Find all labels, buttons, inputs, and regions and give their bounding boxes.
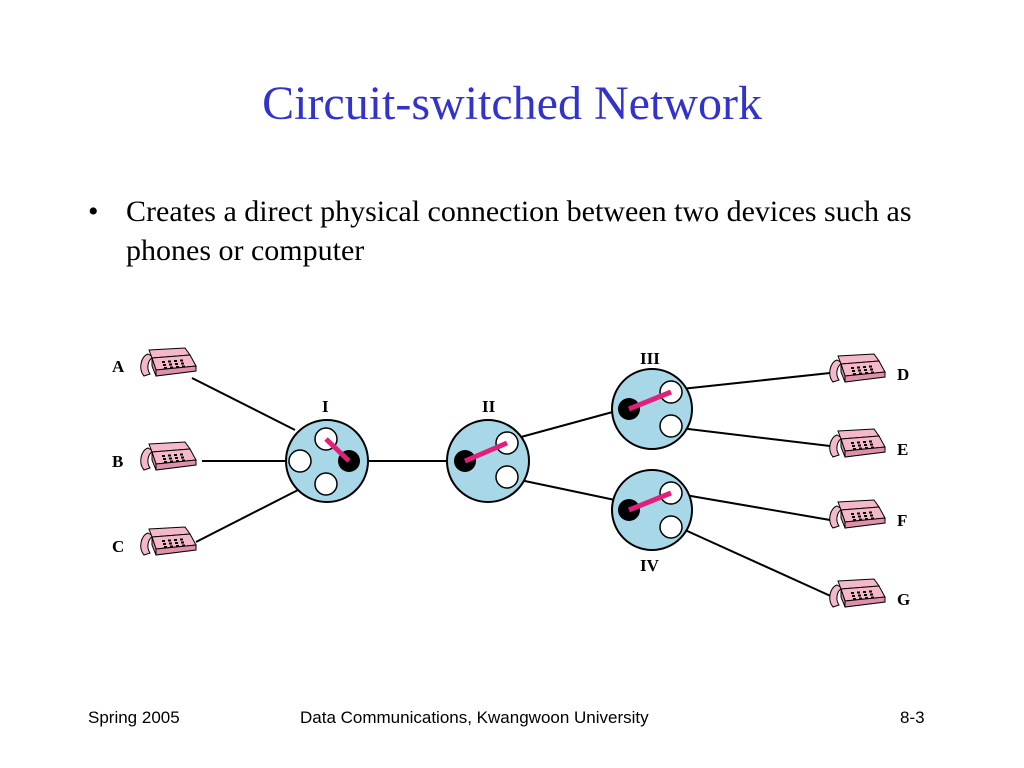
link-iii-e bbox=[679, 427, 831, 447]
telephone-icon bbox=[829, 499, 886, 529]
switch-ii bbox=[446, 419, 530, 503]
bullet-item: • Creates a direct physical connection b… bbox=[88, 192, 968, 270]
link-ii-iv bbox=[519, 479, 616, 501]
link-c-i bbox=[195, 489, 299, 543]
telephone-icon bbox=[140, 526, 197, 556]
device-label-a: A bbox=[112, 357, 125, 376]
device-label-d: D bbox=[897, 365, 909, 384]
telephone-icon bbox=[140, 347, 197, 377]
bullet-text: Creates a direct physical connection bet… bbox=[126, 195, 912, 267]
telephone-icon bbox=[829, 578, 886, 608]
switch-i bbox=[285, 419, 369, 503]
switch-label-ii: II bbox=[482, 397, 496, 416]
link-ii-iii bbox=[509, 409, 621, 441]
telephone-icon bbox=[829, 353, 886, 383]
switch-ii-connection bbox=[464, 440, 508, 464]
switch-label-i: I bbox=[322, 397, 329, 416]
link-iv-f bbox=[684, 494, 831, 521]
switch-iii bbox=[611, 368, 693, 450]
link-a-i bbox=[191, 377, 296, 431]
bullet-list: • Creates a direct physical connection b… bbox=[88, 192, 968, 270]
link-iii-d bbox=[671, 372, 831, 391]
device-label-e: E bbox=[897, 440, 908, 459]
link-iv-g bbox=[684, 529, 836, 599]
device-label-g: G bbox=[897, 590, 910, 609]
footer-course: Data Communications, Kwangwoon Universit… bbox=[300, 708, 649, 727]
footer-date: Spring 2005 bbox=[88, 708, 180, 727]
slide-title: Circuit-switched Network bbox=[262, 77, 762, 130]
switch-label-iii: III bbox=[640, 349, 660, 368]
switch-label-iv: IV bbox=[640, 556, 660, 575]
footer-page-number: 8-3 bbox=[900, 708, 925, 727]
switch-i-connection bbox=[324, 437, 351, 463]
telephone-icon bbox=[829, 428, 886, 458]
switch-iv-connection bbox=[628, 490, 672, 513]
links bbox=[191, 372, 836, 599]
device-label-b: B bbox=[112, 452, 123, 471]
bullet-marker: • bbox=[88, 195, 99, 228]
device-label-c: C bbox=[112, 537, 124, 556]
telephone-icon bbox=[140, 441, 197, 471]
device-label-f: F bbox=[897, 511, 907, 530]
switch-iv bbox=[611, 469, 693, 551]
switch-iii-connection bbox=[628, 389, 672, 412]
